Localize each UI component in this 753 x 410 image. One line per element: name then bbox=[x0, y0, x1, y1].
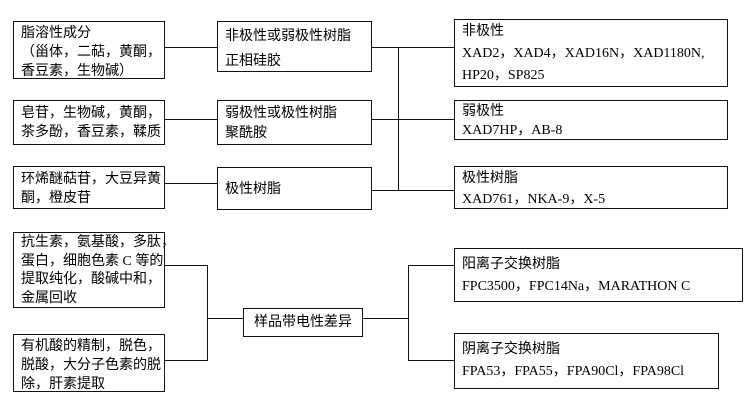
box-polar-resins-list: 极性树脂 XAD761，NKA-9，X-5 bbox=[454, 166, 728, 209]
box-saponins-alkaloids-flavones: 皂苷，生物碱，黄酮， 茶多酚，香豆素，鞣质 bbox=[13, 100, 165, 145]
connector-trunk-top bbox=[398, 47, 399, 191]
connector-m2-r2 bbox=[372, 119, 454, 120]
connector-l4-trunk bbox=[165, 265, 207, 266]
box-text-line: 环烯醚萜苷，大豆异黄 bbox=[21, 172, 161, 187]
box-polar-resin: 极性树脂 bbox=[217, 167, 372, 210]
connector-trunk-r4 bbox=[408, 265, 454, 266]
box-text-line: FPC3500，FPC14Na，MARATHON C bbox=[462, 279, 691, 294]
box-text-line: 蛋白，细胞色素 C 等的 bbox=[21, 253, 164, 269]
box-nonpolar-or-weak-polar-resin: 非极性或弱极性树脂 正相硅胶 bbox=[217, 21, 372, 72]
box-text-line: XAD2，XAD4，XAD16N，XAD1180N, bbox=[462, 46, 705, 61]
connector-l1-m1 bbox=[165, 47, 217, 48]
box-text-line: 有机酸的精制，脱色， bbox=[21, 339, 161, 354]
connector-trunk-bottom-left bbox=[207, 265, 208, 361]
box-text-line: 除，肝素提取 bbox=[21, 377, 105, 392]
connector-m3-r3 bbox=[372, 190, 454, 191]
box-text-line: 脂溶性成分 bbox=[21, 26, 91, 41]
box-iridoid-glycosides-isoflavones: 环烯醚萜苷，大豆异黄 酮，橙皮苷 bbox=[13, 166, 165, 209]
box-text-line: 弱极性或极性树脂 bbox=[225, 106, 337, 121]
box-text-line: 提取纯化，酸碱中和， bbox=[21, 272, 161, 287]
box-anion-exchange-resins-list: 阴离子交换树脂 FPA53，FPA55，FPA90Cl，FPA98Cl bbox=[454, 333, 719, 389]
connector-trunk-m4 bbox=[207, 318, 243, 319]
box-text-line: 样品带电性差异 bbox=[254, 315, 352, 330]
connector-l2-m2 bbox=[165, 119, 217, 120]
box-text-line: 极性树脂 bbox=[225, 182, 281, 197]
box-text-line: 茶多酚，香豆素，鞣质 bbox=[21, 125, 161, 140]
box-text-line: XAD761，NKA-9，X-5 bbox=[462, 192, 606, 207]
box-text-line: 阳离子交换树脂 bbox=[462, 257, 560, 272]
box-text-line: 金属回收 bbox=[21, 290, 77, 306]
box-text-line: XAD7HP，AB-8 bbox=[462, 123, 563, 138]
box-cation-exchange-resins-list: 阳离子交换树脂 FPC3500，FPC14Na，MARATHON C bbox=[454, 248, 743, 302]
box-lipid-soluble-components: 脂溶性成分 （甾体，二萜，黄酮， 香豆素，生物碱） bbox=[13, 21, 165, 79]
box-text-line: 香豆素，生物碱） bbox=[21, 64, 133, 79]
box-weak-polar-resins-list: 弱极性 XAD7HP，AB-8 bbox=[454, 100, 728, 140]
box-text-line: 弱极性 bbox=[462, 104, 504, 119]
box-text-line: 抗生素，氨基酸，多肽， bbox=[21, 235, 175, 250]
box-text-line: 非极性 bbox=[462, 24, 504, 39]
box-text-line: 聚酰胺 bbox=[225, 126, 267, 141]
connector-m4-trunk bbox=[363, 318, 408, 319]
box-nonpolar-resins-list: 非极性 XAD2，XAD4，XAD16N，XAD1180N, HP20，SP82… bbox=[454, 19, 728, 87]
connector-m1-r1 bbox=[372, 47, 454, 48]
box-text-line: 皂苷，生物碱，黄酮， bbox=[21, 106, 161, 121]
box-text-line: HP20，SP825 bbox=[462, 68, 545, 83]
box-sample-charge-difference: 样品带电性差异 bbox=[243, 308, 363, 337]
box-text-line: 阴离子交换树脂 bbox=[462, 342, 560, 357]
connector-l5-trunk bbox=[165, 360, 207, 361]
box-text-line: FPA53，FPA55，FPA90Cl，FPA98Cl bbox=[462, 364, 685, 379]
box-text-line: 脱酸，大分子色素的脱 bbox=[21, 358, 161, 373]
box-text-line: 酮，橙皮苷 bbox=[21, 191, 91, 206]
box-organic-acid-refining: 有机酸的精制，脱色， 脱酸，大分子色素的脱 除，肝素提取 bbox=[13, 334, 165, 392]
connector-trunk-bottom-right bbox=[408, 265, 409, 361]
box-text-line: （甾体，二萜，黄酮， bbox=[21, 45, 161, 60]
box-antibiotics-amino-acids-purification: 抗生素，氨基酸，多肽， 蛋白，细胞色素 C 等的 提取纯化，酸碱中和， 金属回收 bbox=[13, 232, 175, 308]
connector-l3-m3 bbox=[165, 183, 217, 184]
box-text-line: 极性树脂 bbox=[462, 171, 518, 186]
connector-trunk-r5 bbox=[408, 360, 454, 361]
box-weak-polar-or-polar-resin: 弱极性或极性树脂 聚酰胺 bbox=[217, 100, 372, 145]
box-text-line: 非极性或弱极性树脂 bbox=[225, 29, 351, 44]
box-text-line: 正相硅胶 bbox=[225, 54, 281, 69]
